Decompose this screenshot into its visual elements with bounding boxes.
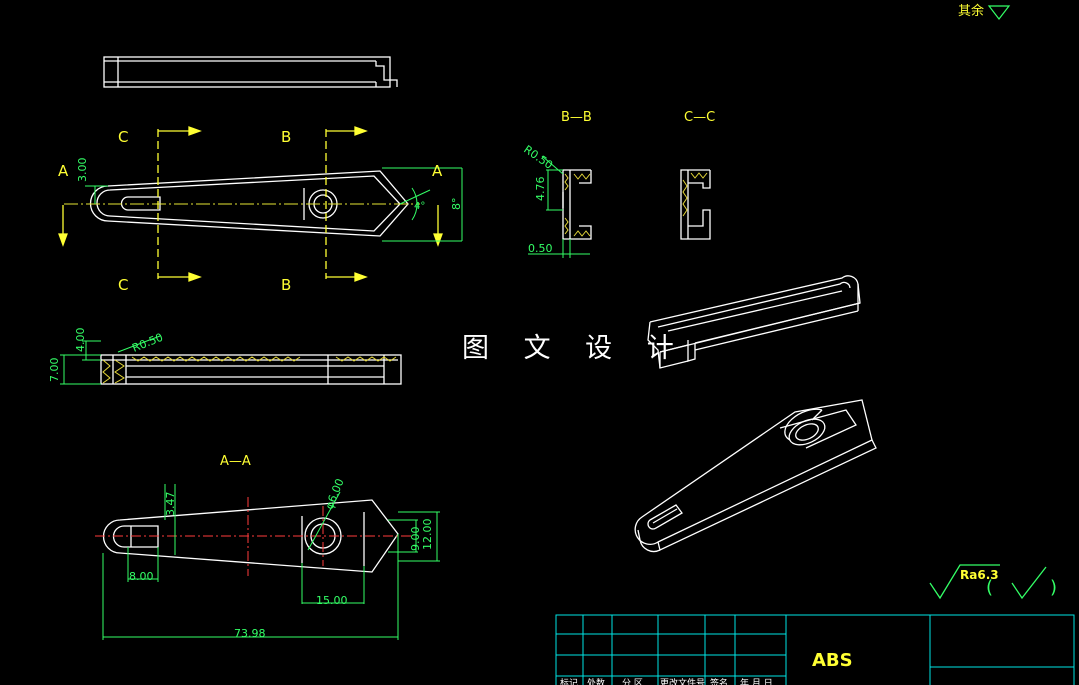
title-block-header: 分 区 <box>622 678 643 685</box>
title-block-header: 处数 <box>587 677 605 685</box>
roughness-close-paren: ) <box>1050 577 1057 598</box>
roughness-triangle-icon <box>987 5 1011 20</box>
section-cc: C—C <box>680 110 715 240</box>
side-section-view: 4.00 7.00 R0.50 <box>48 328 402 385</box>
title-block-header: 更改文件号 <box>660 677 705 685</box>
dim-aa-3-47: 3.47 <box>164 492 177 517</box>
roughness-check-icon <box>929 564 1000 600</box>
dim-aa-9-00: 9.00 <box>409 527 422 552</box>
roughness-value: Ra6.3 <box>960 568 999 582</box>
section-aa: A—A <box>95 454 440 640</box>
top-strip-view <box>103 56 398 88</box>
roughness-general-label: 其余 <box>958 3 984 19</box>
dim-side-4-00: 4.00 <box>74 328 87 353</box>
section-c-top-label: C <box>118 128 128 146</box>
dim-plan-angle-4: 4° <box>414 201 425 212</box>
dim-plan-3-00: 3.00 <box>76 158 89 183</box>
dim-bb-radius: R0.50 <box>521 143 555 172</box>
title-block <box>555 614 1075 685</box>
title-block-header: 签名 <box>710 677 728 685</box>
dim-aa-diameter: φ6.00 <box>323 477 347 511</box>
watermark-text: 图 文 设 计 <box>462 333 687 364</box>
section-bb: B—B R0.50 4.76 0.50 <box>521 110 592 258</box>
section-aa-title: A—A <box>220 454 251 469</box>
section-bb-title: B—B <box>561 110 592 125</box>
section-a-right-label: A <box>432 162 443 180</box>
plan-view: C C B B A A 3.00 4° 8° <box>58 126 463 294</box>
roughness-note: 其余 Ra6.3 ( ) <box>929 3 1057 600</box>
dim-bb-height: 4.76 <box>534 177 547 202</box>
roughness-open-paren: ( <box>986 577 993 598</box>
title-block-headers: 标记 处数 分 区 更改文件号 签名 年 月 日 <box>560 677 773 685</box>
roughness-tick-icon <box>1011 566 1047 600</box>
title-block-header: 标记 <box>560 677 578 685</box>
dim-aa-8-00: 8.00 <box>129 570 154 583</box>
dim-plan-angle-8: 8° <box>450 198 463 211</box>
title-block-header: 年 月 日 <box>740 677 773 685</box>
section-b-top-label: B <box>281 128 291 146</box>
dim-side-7-00: 7.00 <box>48 358 61 383</box>
material-label: ABS <box>812 650 853 671</box>
dim-aa-12-00: 12.00 <box>421 519 434 551</box>
dim-side-radius: R0.50 <box>130 331 165 355</box>
section-c-bottom-label: C <box>118 276 128 294</box>
isometric-view-lower <box>634 399 877 553</box>
dim-aa-total: 73.98 <box>234 627 266 640</box>
section-b-bottom-label: B <box>281 276 291 294</box>
dim-aa-15-00: 15.00 <box>316 594 348 607</box>
dim-bb-gap: 0.50 <box>528 242 553 255</box>
isometric-view-upper <box>647 275 861 369</box>
section-a-left-label: A <box>58 162 69 180</box>
section-cc-title: C—C <box>684 110 715 125</box>
